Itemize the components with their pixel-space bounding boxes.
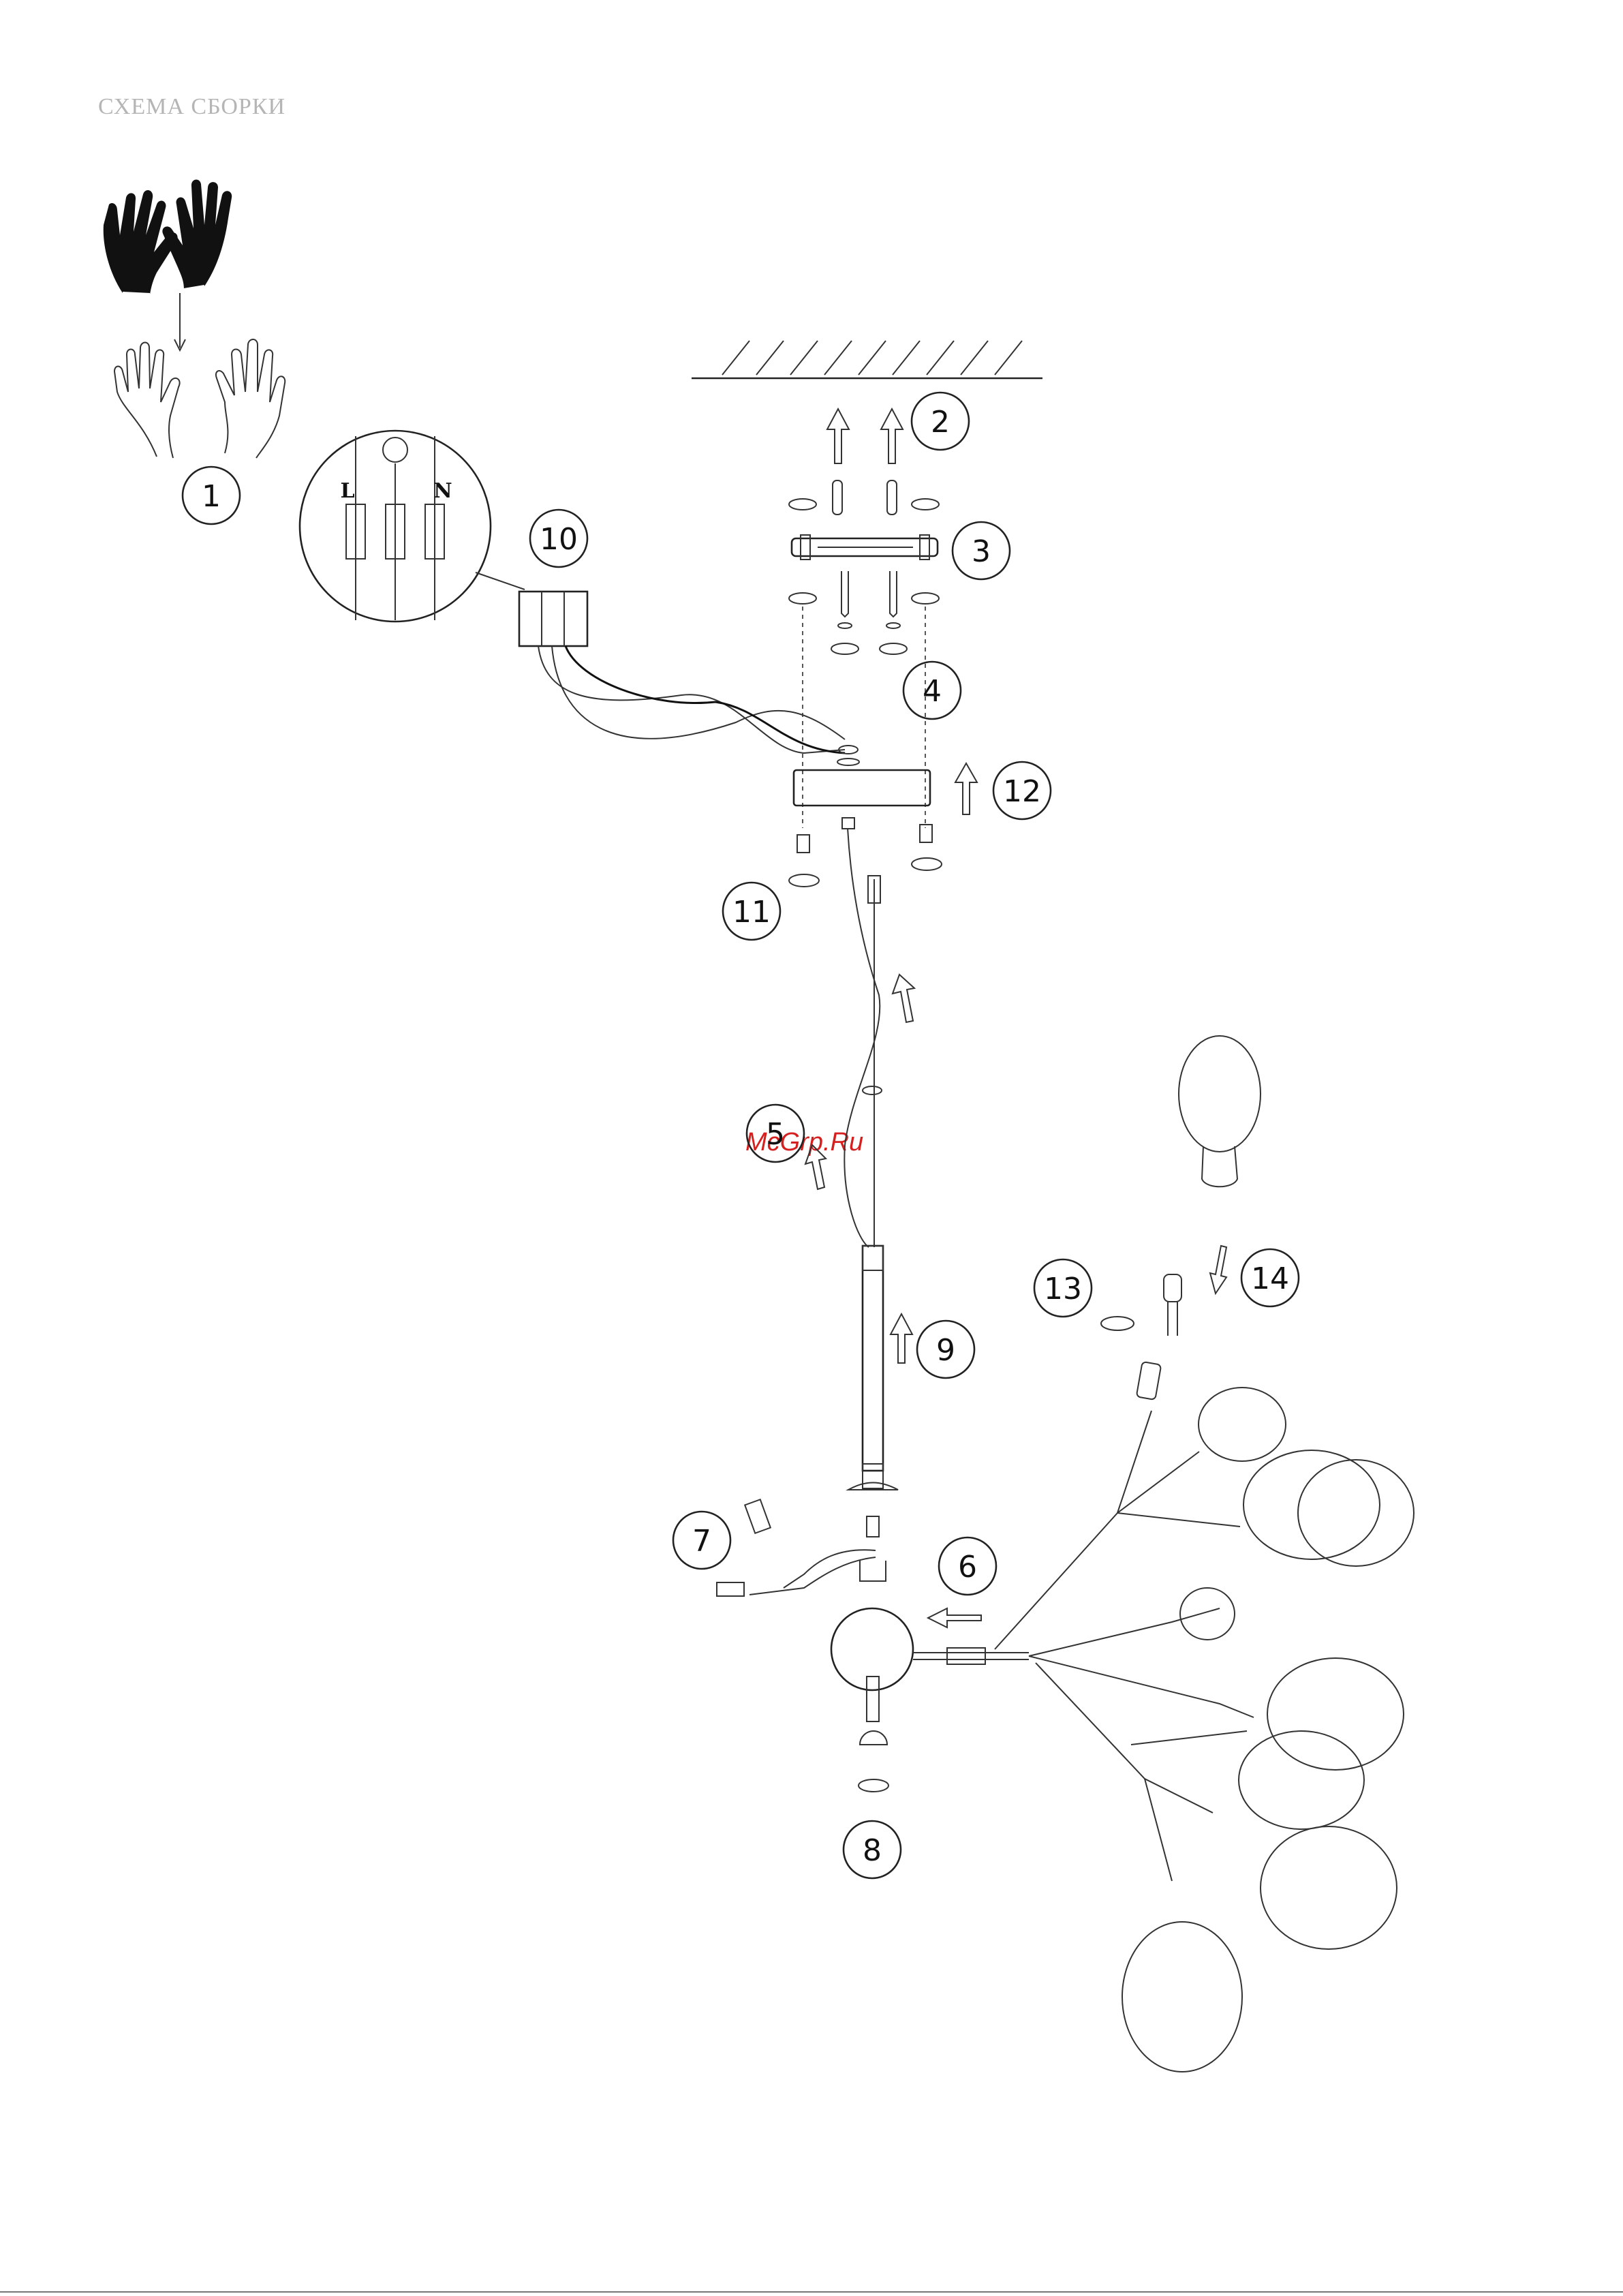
live-terminal-label: L [340,479,354,503]
extension-rod [848,1246,898,1490]
spare-glass-globe-icon [1179,1036,1261,1187]
canopy [794,746,930,806]
wall-plug-icon [833,480,897,515]
supply-wires [538,646,845,753]
chandelier-arms [913,1411,1254,1881]
rotate-arrow-icon [789,858,942,887]
left-arrow-icon [928,1608,981,1627]
step-1-number: 1 [202,479,221,514]
neutral-terminal-label: N [433,479,452,503]
up-arrow-icon [893,975,914,1022]
step-10-number: 10 [540,522,578,557]
step-14-number: 14 [1251,1261,1289,1296]
step-7-number: 7 [692,1524,711,1559]
down-arrow-icon [1210,1246,1226,1294]
rotate-arrow-icon [789,499,939,510]
step-8-number: 8 [863,1833,882,1868]
step-12-number: 12 [1003,774,1041,809]
up-arrow-icon [827,409,903,463]
step-5-number: 5 [766,1117,785,1152]
step-13-number: 13 [1044,1272,1082,1306]
g9-bulb-icon [1164,1274,1181,1336]
bare-hands-icon [114,339,285,458]
terminal-block [519,592,587,646]
step-4-number: 4 [923,674,942,709]
lamp-socket-icon [1137,1362,1162,1400]
rotate-arrow-icon [789,593,939,654]
ceiling-hatch [692,341,1042,378]
up-arrow-icon [805,1145,826,1189]
screw-icon [838,571,900,628]
step-2-number: 2 [931,405,950,440]
up-arrow-icon [891,1314,912,1363]
rotate-arrow-icon [1101,1317,1134,1330]
cap-nut-icon [797,818,932,853]
black-gloves-icon [104,180,232,294]
suspension-cable [844,828,882,1247]
terminal-detail-magnifier [300,431,525,622]
lamp-socket-icon [717,1499,771,1596]
step-11-number: 11 [732,895,771,930]
step-9-number: 9 [936,1333,955,1368]
up-arrow-icon [955,763,977,814]
step-6-number: 6 [958,1550,977,1585]
glass-globe-icon [1122,1388,1414,2072]
mounting-bracket [792,535,938,560]
step-3-number: 3 [972,534,991,569]
hub-sphere [831,1608,913,1792]
